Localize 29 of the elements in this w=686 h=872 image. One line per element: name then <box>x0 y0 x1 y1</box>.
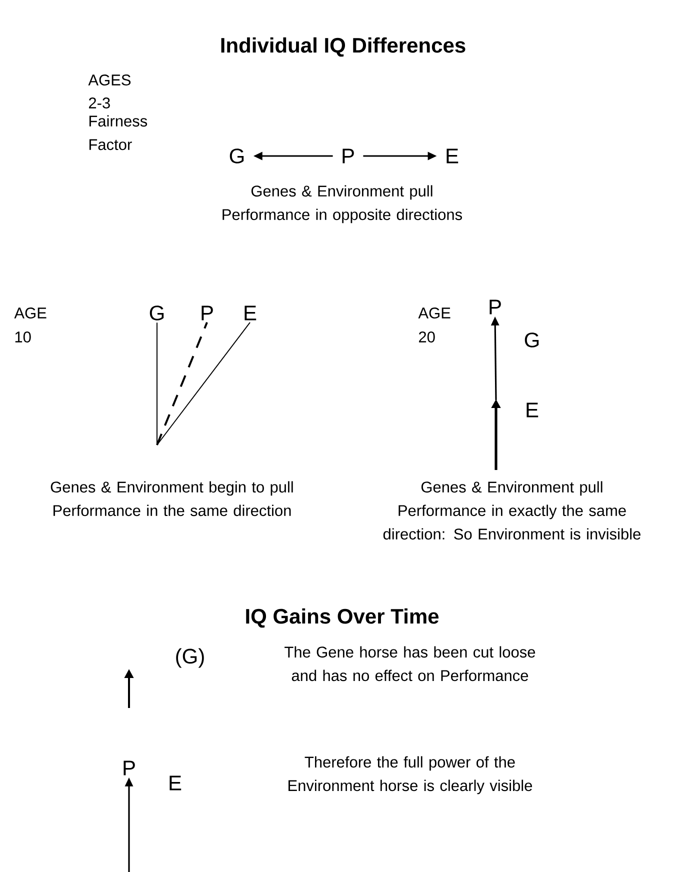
age-label: AGE <box>14 308 46 318</box>
caption: Genes & Environment pull Performance in exactly the same direction: So Environment is invisible <box>383 481 640 540</box>
heading: IQ Gains Over Time <box>246 608 439 628</box>
caption: Therefore the full power of the Environment horse is clearly visible <box>288 756 532 794</box>
variable-letter: P <box>342 148 354 164</box>
variable-letter: G <box>150 306 164 320</box>
variable-letter: E <box>446 148 458 164</box>
age-label: 10 <box>15 332 31 342</box>
dashed-line <box>156 322 208 446</box>
variable-letter: E <box>526 402 538 418</box>
age-label: AGES <box>88 74 131 86</box>
heading: Individual IQ Differences <box>221 37 466 57</box>
variable-letter: P <box>490 300 501 314</box>
variable-letter: P <box>124 760 135 776</box>
variable-letter: E <box>244 306 256 320</box>
age-label: 20 <box>419 332 435 342</box>
variable-letter: (G) <box>176 648 204 668</box>
variable-letter: G <box>230 148 244 164</box>
variable-letter: P <box>202 306 213 320</box>
line <box>156 322 250 446</box>
caption: Genes & Environment begin to pull Performance in the same direction <box>50 481 293 516</box>
age-label: 2-3 <box>88 98 110 108</box>
caption: Genes & Environment pull Performance in opposite directions <box>222 185 462 224</box>
age-label: Fairness Factor <box>89 115 148 150</box>
caption: The Gene horse has been cut loose and has no effect on Performance <box>284 646 536 682</box>
variable-letter: G <box>524 332 539 348</box>
line <box>156 322 158 446</box>
variable-letter: E <box>170 776 182 790</box>
age-label: AGE <box>418 308 450 318</box>
